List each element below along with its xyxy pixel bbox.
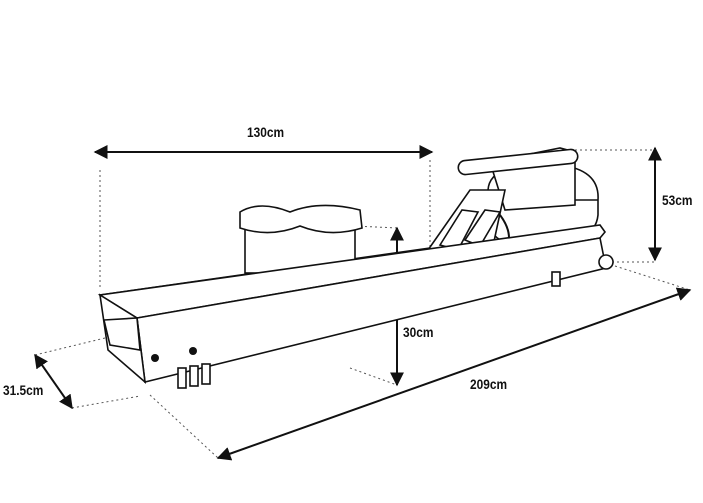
label-130cm: 130cm bbox=[247, 124, 285, 140]
rowing-machine bbox=[97, 147, 614, 389]
label-209cm: 209cm bbox=[470, 376, 508, 392]
arrow-209cm bbox=[216, 287, 692, 461]
arrow-31-5cm bbox=[34, 353, 73, 410]
label-53cm: 53cm bbox=[662, 192, 693, 208]
label-31-5cm: 31.5cm bbox=[3, 382, 44, 398]
label-30cm: 30cm bbox=[403, 324, 434, 340]
